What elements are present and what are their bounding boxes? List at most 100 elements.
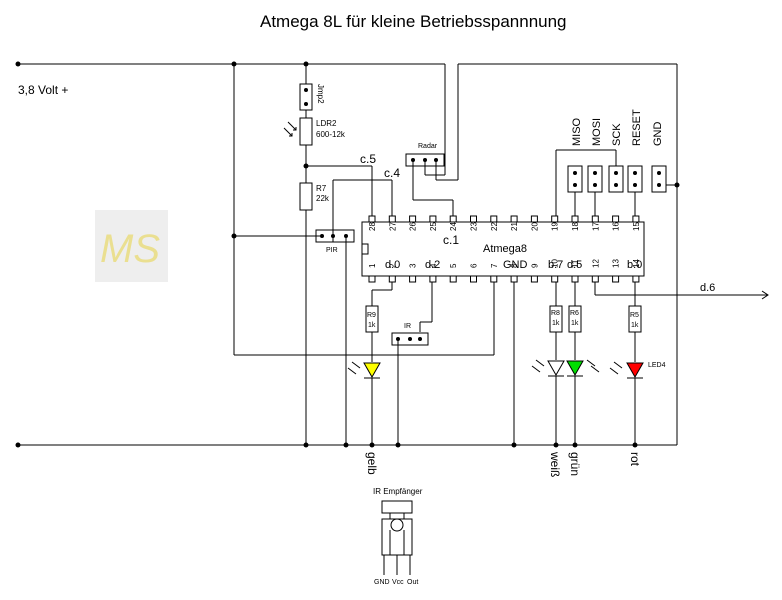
chip-top-pin xyxy=(409,215,417,223)
chip-top-pin xyxy=(368,215,376,223)
r8-value: 1k xyxy=(552,320,560,327)
r8: R8 1k xyxy=(549,305,563,333)
chip-bottom-pin xyxy=(571,275,579,283)
chip-bottom-pin xyxy=(429,275,437,283)
diagram-title: Atmega 8L für kleine Betriebsspannnung xyxy=(260,12,567,31)
label-b7: b.7 xyxy=(548,259,563,271)
ir-pin-gnd: GND xyxy=(374,579,390,586)
r5: R5 1k xyxy=(628,305,642,333)
r6-value: 1k xyxy=(571,320,579,327)
pir-connector: PIR xyxy=(315,229,355,254)
chip-top-pin xyxy=(449,215,457,223)
chip-top-pin-number: 28 xyxy=(368,222,377,231)
chip-bottom-pin xyxy=(591,275,599,283)
ldr-name: LDR2 xyxy=(316,119,337,128)
svg-text:MS: MS xyxy=(100,227,160,271)
r6-name: R6 xyxy=(570,310,579,317)
chip-top-pin xyxy=(429,215,437,223)
chip-bottom-pin xyxy=(510,275,518,283)
label-rot: rot xyxy=(628,452,642,467)
chip-top-pin-number: 25 xyxy=(429,222,438,231)
chip-top-pin xyxy=(591,215,599,223)
label-c4: c.4 xyxy=(384,166,400,180)
chip-bottom-pin-number: 1 xyxy=(368,263,377,268)
ir-pin-out: Out xyxy=(407,579,418,586)
isp-label-gnd: GND xyxy=(652,122,664,147)
chip-bottom-pin-number: 6 xyxy=(470,263,479,268)
label-gnd: GND xyxy=(503,259,528,271)
chip-top-pin-number: 27 xyxy=(388,222,397,231)
chip-bottom-pin xyxy=(409,275,417,283)
supply-label: 3,8 Volt + xyxy=(18,83,68,97)
chip-top-pin-number: 17 xyxy=(591,222,600,231)
chip-bottom-pin-number: 10 xyxy=(551,259,560,268)
chip-top-pin-number: 26 xyxy=(409,222,418,231)
ldr2: LDR2 600-12k xyxy=(283,117,346,146)
chip-top-pin xyxy=(551,215,559,223)
jumper-label: Jmp2 xyxy=(316,84,325,104)
chip-bottom-pin xyxy=(632,275,640,283)
chip-top-pin-number: 23 xyxy=(470,222,479,231)
r9-name: R9 xyxy=(367,312,376,319)
ir-receiver-title: IR Empfänger xyxy=(373,487,423,496)
chip-top-pin xyxy=(470,215,477,223)
chip-bottom-pin-number: 11 xyxy=(571,259,580,268)
chip-bottom-pin xyxy=(449,275,457,283)
r5-value: 1k xyxy=(631,322,639,329)
chip-bottom-pin xyxy=(388,275,396,283)
led-yellow xyxy=(347,361,381,379)
r5-name: R5 xyxy=(630,312,639,319)
radar-label: Radar xyxy=(418,143,438,150)
jumper-jmp2: Jmp2 xyxy=(299,83,325,111)
label-weiss: weiß xyxy=(548,451,562,477)
chip-bottom-pin-number: 8 xyxy=(510,263,519,268)
isp-connectors xyxy=(567,165,667,193)
isp-label-miso: MISO xyxy=(571,117,583,146)
label-d6: d.6 xyxy=(700,282,715,294)
radar-connector: Radar xyxy=(405,143,445,167)
r8-name: R8 xyxy=(551,310,560,317)
chip-bottom-pin xyxy=(368,275,376,283)
chip-bottom-pin xyxy=(530,275,538,283)
label-c5: c.5 xyxy=(360,152,376,166)
chip-bottom-pin xyxy=(470,275,477,283)
ldr-value: 600-12k xyxy=(316,130,346,139)
chip-top-pin-number: 21 xyxy=(510,222,519,231)
chip-top-pin-number: 15 xyxy=(632,222,641,231)
chip-bottom-pin-number: 3 xyxy=(409,263,418,268)
chip-top-pin xyxy=(612,215,620,223)
chip-top-pin xyxy=(510,215,518,223)
r7: R7 22k xyxy=(299,182,330,211)
chip-top-pin xyxy=(632,215,640,223)
wires xyxy=(18,63,769,446)
ms-logo: MS xyxy=(95,210,168,282)
ir-connector: IR xyxy=(391,323,429,346)
chip-top-pin xyxy=(571,215,579,223)
chip-bottom-pin xyxy=(612,275,620,283)
chip-top-pin xyxy=(530,215,538,223)
chip-bottom-pin-number: 4 xyxy=(429,263,438,268)
r9-value: 1k xyxy=(368,322,376,329)
chip-bottom-pin-number: 5 xyxy=(449,263,458,268)
chip-bottom-pin-number: 7 xyxy=(490,263,499,268)
led-green xyxy=(566,359,600,377)
led4-label: LED4 xyxy=(648,362,666,369)
chip-top-pin-number: 18 xyxy=(571,222,580,231)
chip-bottom-pin-number: 14 xyxy=(632,259,641,268)
chip-bottom-pin-number: 2 xyxy=(388,263,397,268)
chip-top-pin-number: 16 xyxy=(612,222,621,231)
r6: R6 1k xyxy=(568,305,582,333)
chip-name: Atmega8 xyxy=(483,243,527,255)
chip-top-pin-number: 22 xyxy=(490,222,499,231)
ir-pin-vcc: Vcc xyxy=(392,579,404,586)
chip-bottom-pin xyxy=(490,275,498,283)
r7-name: R7 xyxy=(316,184,327,193)
label-gruen: grün xyxy=(568,452,582,476)
r9: R9 1k xyxy=(365,305,379,333)
label-b0: b.0 xyxy=(627,259,642,271)
label-d2: d.2 xyxy=(425,259,440,271)
pir-label: PIR xyxy=(326,247,338,254)
chip-top-pin xyxy=(490,215,498,223)
chip-bottom-pin-number: 13 xyxy=(612,259,621,268)
